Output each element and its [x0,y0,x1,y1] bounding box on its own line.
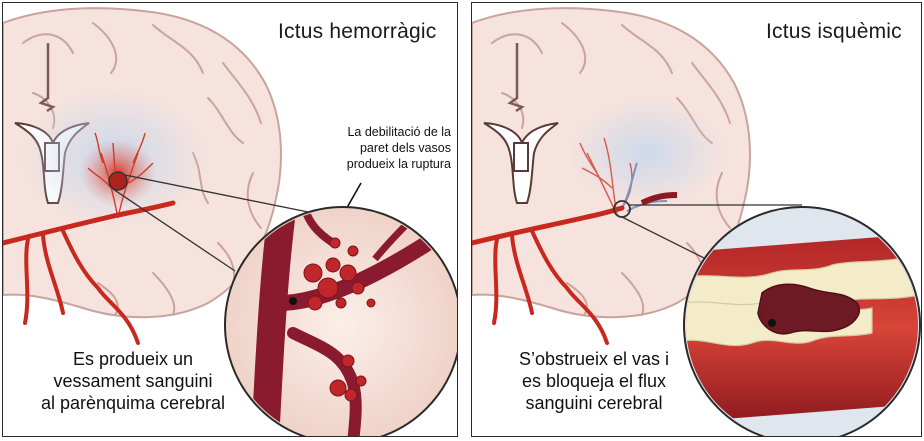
ischemic-stroke-panel: Ictus isquèmic S’obstrueix el vas i es b… [471,2,922,437]
rupture-annotation: La debilitació de la paret dels vasos pr… [303,124,451,172]
hemorrhagic-stroke-panel: Ictus hemorràgic La debilitació de la pa… [2,2,458,437]
caption-line-1: S’obstrueix el vas i [494,348,694,370]
caption-line-2: vessament sanguini [18,370,248,392]
ischemic-caption: S’obstrueix el vas i es bloqueja el flux… [494,348,694,414]
caption-line-3: sanguini cerebral [494,392,694,414]
caption-line-3: al parènquima cerebral [18,392,248,414]
annotation-line-2: paret dels vasos [303,140,451,156]
hemorrhagic-caption: Es produeix un vessament sanguini al par… [18,348,248,414]
annotation-line-1: La debilitació de la [303,124,451,140]
hemorrhagic-stroke-title: Ictus hemorràgic [278,20,436,44]
caption-line-1: Es produeix un [18,348,248,370]
caption-line-2: es bloqueja el flux [494,370,694,392]
ischemic-stroke-title: Ictus isquèmic [766,20,902,44]
rupture-site-marker [109,172,127,190]
annotation-line-3: produeix la ruptura [303,156,451,172]
